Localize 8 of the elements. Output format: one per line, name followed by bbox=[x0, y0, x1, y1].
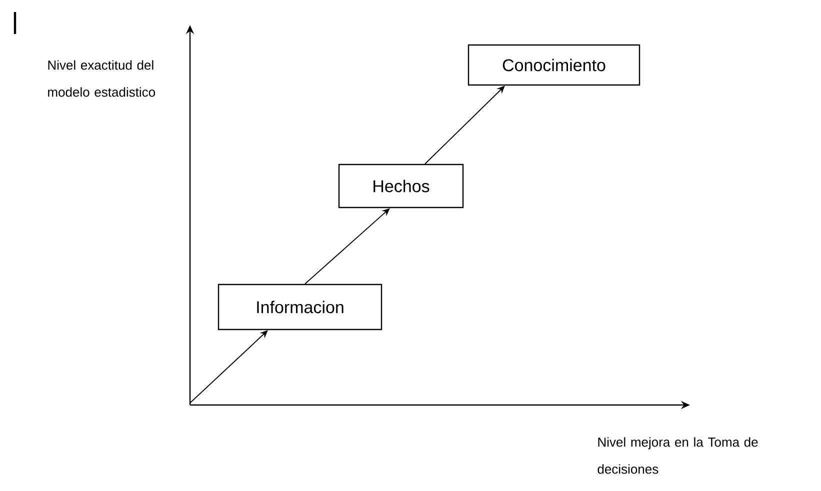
text-box: Informacion bbox=[218, 284, 382, 330]
axis-label: Nivel mejora en la Toma de decisiones bbox=[598, 437, 758, 474]
arrow bbox=[304, 208, 390, 284]
arrow bbox=[424, 86, 505, 164]
arrow bbox=[190, 330, 268, 404]
text-box: Conocimiento bbox=[468, 44, 640, 86]
text-box: Hechos bbox=[338, 164, 464, 208]
axis-label: Nivel exactitud del modelo estadistico bbox=[48, 60, 156, 97]
